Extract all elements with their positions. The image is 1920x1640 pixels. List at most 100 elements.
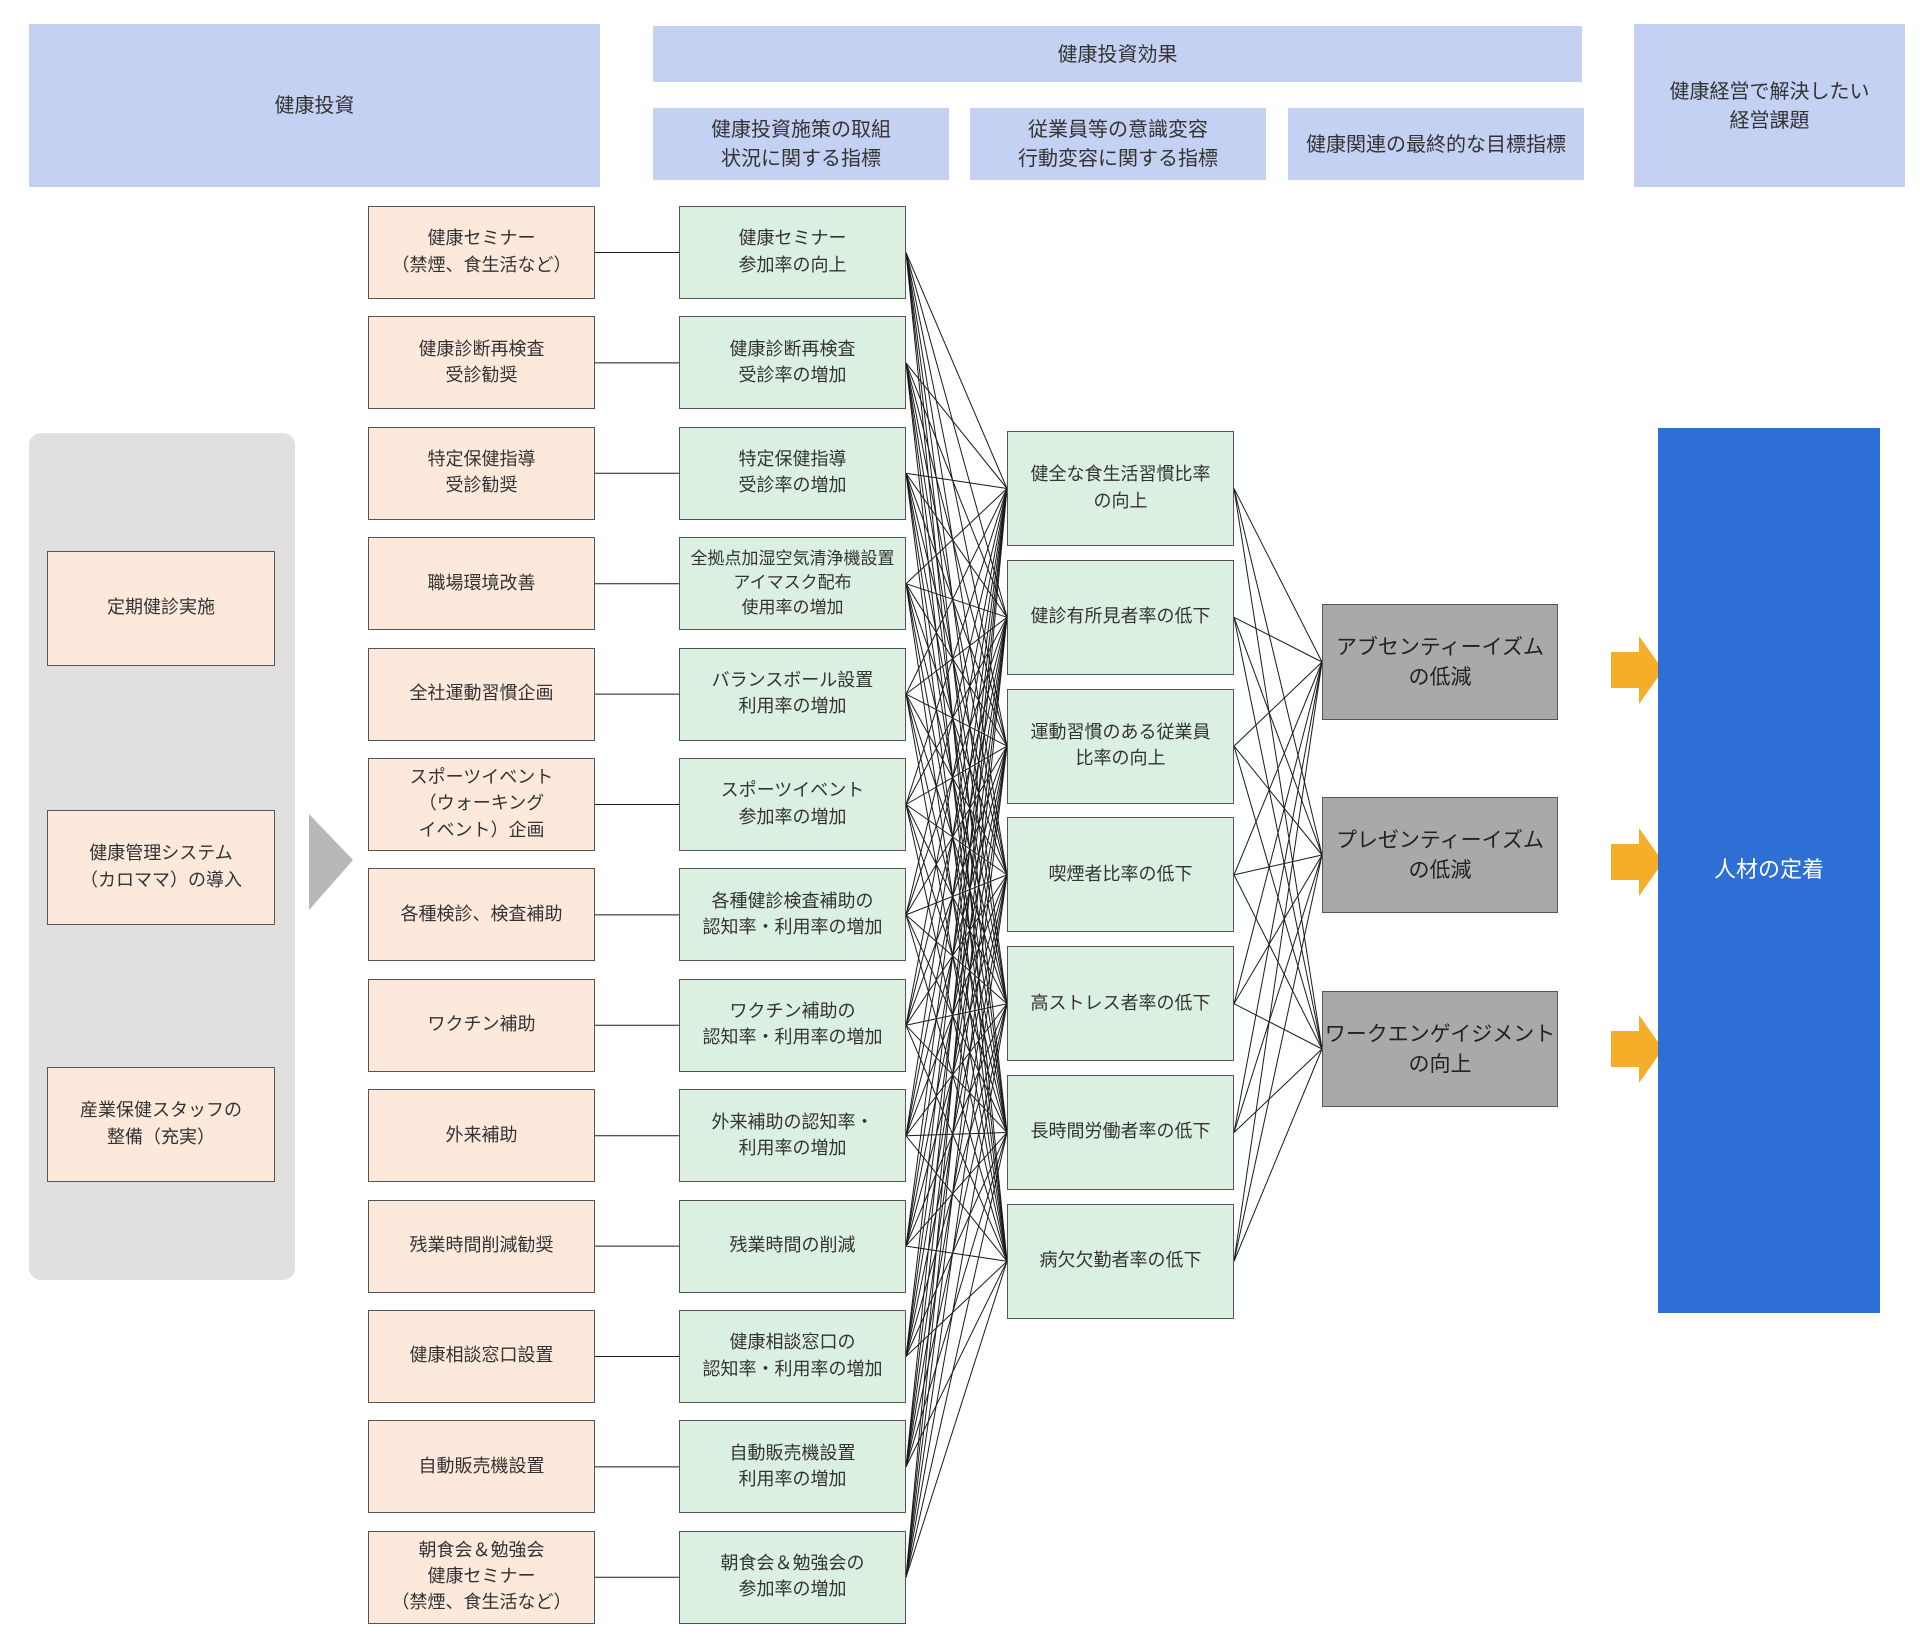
investment-item: ワクチン補助 — [368, 978, 595, 1072]
indicator-item: バランスボール設置 利用率の増加 — [679, 647, 906, 741]
connector-line — [905, 1003, 1008, 1357]
connector-line — [905, 583, 1008, 1004]
connector-line — [905, 488, 1008, 916]
connector-line — [905, 1245, 1008, 1262]
connector-line — [905, 745, 1008, 1136]
connector-line — [905, 1260, 1008, 1357]
connector-line — [905, 1132, 1008, 1357]
connector-line — [905, 362, 1008, 875]
indicator-item: 残業時間の削減 — [679, 1199, 906, 1293]
connector-line — [905, 362, 1008, 489]
indicator-item: 健康セミナー 参加率の向上 — [679, 206, 906, 299]
header-effect-sub-behavior: 従業員等の意識変容 行動変容に関する指標 — [970, 108, 1266, 180]
investment-item: 自動販売機設置 — [368, 1420, 595, 1514]
investment-item: 職場環境改善 — [368, 537, 595, 631]
connector-line — [905, 472, 1008, 489]
connector-line — [905, 874, 1008, 1578]
investment-item: 残業時間削減勧奨 — [368, 1199, 595, 1293]
connector-line — [905, 746, 1008, 1467]
connector-line — [1233, 854, 1323, 1004]
indicator-item: 健康相談窓口の 認知率・利用率の増加 — [679, 1310, 906, 1403]
connector-line — [1233, 661, 1323, 876]
connector-line — [1233, 854, 1323, 876]
connector-line — [905, 488, 1008, 1578]
connector-line — [905, 693, 1008, 1004]
connector-line — [905, 1024, 1008, 1133]
connector-line — [1233, 488, 1323, 663]
investment-item: 各種検診、検査補助 — [368, 868, 595, 962]
investment-item: 健康セミナー （禁煙、食生活など） — [368, 206, 595, 299]
investment-item: 健康診断再検査 受診勧奨 — [368, 316, 595, 410]
effect-absenteeism: アブセンティーイズム の低減 — [1322, 604, 1558, 720]
header-effect-sub-final: 健康関連の最終的な目標指標 — [1288, 108, 1584, 180]
connector-line — [905, 1003, 1008, 1468]
connector-line — [905, 362, 1008, 1004]
header-effect-sub-initiatives: 健康投資施策の取組 状況に関する指標 — [653, 108, 949, 180]
indicator-item: 特定保健指導 受診率の増加 — [679, 426, 906, 520]
connector-line — [905, 473, 1008, 618]
connector-line — [905, 914, 1008, 1262]
connector-line — [905, 1132, 1008, 1137]
connector-line — [905, 617, 1008, 1357]
connector-line — [905, 488, 1008, 1247]
investment-item: 全社運動習慣企画 — [368, 647, 595, 741]
indicator-item: 健康診断再検査 受診率の増加 — [679, 316, 906, 410]
connector-line — [905, 746, 1008, 1247]
connector-line — [905, 1003, 1008, 1026]
header-effect: 健康投資効果 — [653, 26, 1582, 82]
connector-line — [905, 914, 1008, 1133]
connector-line — [1233, 1003, 1323, 1050]
indicator-item: 全拠点加湿空気清浄機設置 アイマスク配布 使用率の増加 — [679, 537, 906, 631]
behavior-item: 運動習慣のある従業員 比率の向上 — [1007, 688, 1234, 804]
indicator-item: 外来補助の認知率・ 利用率の増加 — [679, 1089, 906, 1183]
indicator-item: 自動販売機設置 利用率の増加 — [679, 1420, 906, 1514]
foundation-item: 定期健診実施 — [47, 551, 275, 666]
connector-line — [905, 488, 1008, 1026]
connector-line — [905, 488, 1008, 1136]
investment-item: 外来補助 — [368, 1089, 595, 1183]
connector-line — [905, 617, 1008, 1578]
connector-line — [1233, 854, 1323, 1133]
connector-line — [905, 1132, 1008, 1578]
connector-line — [905, 1132, 1008, 1468]
connector-line — [905, 1135, 1008, 1262]
indicator-item: 朝食会＆勉強会の 参加率の増加 — [679, 1530, 906, 1624]
connector-line — [905, 874, 1008, 1467]
connector-line — [1233, 616, 1323, 663]
connector-line — [905, 617, 1008, 1467]
connector-line — [905, 617, 1008, 1247]
investment-item: スポーツイベント （ウォーキング イベント）企画 — [368, 758, 595, 851]
connector-line — [905, 1261, 1008, 1468]
connector-line — [905, 746, 1008, 1357]
behavior-item: 健診有所見者率の低下 — [1007, 559, 1234, 675]
behavior-item: 長時間労働者率の低下 — [1007, 1075, 1234, 1190]
connector-line — [1233, 488, 1323, 856]
connector-line — [905, 1261, 1008, 1578]
connector-line — [905, 874, 1008, 1026]
connector-line — [905, 874, 1008, 1247]
connector-line — [905, 252, 1008, 489]
connector-line — [905, 617, 1008, 1136]
connector-line — [905, 693, 1008, 876]
connector-line — [905, 693, 1008, 1133]
goal-retention: 人材の定着 — [1658, 428, 1880, 1313]
connector-line — [1233, 1048, 1323, 1133]
indicator-item: ワクチン補助の 認知率・利用率の増加 — [679, 978, 906, 1072]
connector-line — [905, 252, 1008, 1133]
connector-line — [905, 583, 1008, 1133]
connector-line — [905, 1132, 1008, 1247]
connector-line — [1233, 617, 1323, 856]
connector-line — [905, 473, 1008, 747]
connector-line — [905, 617, 1008, 1026]
foundation-item: 産業保健スタッフの 整備（充実） — [47, 1067, 275, 1182]
connector-line — [905, 362, 1008, 618]
connector-line — [905, 1025, 1008, 1262]
effect-presenteeism: プレゼンティーイズム の低減 — [1322, 797, 1558, 913]
behavior-item: 高ストレス者率の低下 — [1007, 946, 1234, 1062]
foundation-item: 健康管理システム （カロママ）の導入 — [47, 810, 275, 925]
connector-line — [905, 473, 1008, 1004]
header-investment: 健康投資 — [29, 24, 600, 187]
investment-item: 健康相談窓口設置 — [368, 1310, 595, 1403]
connector-line — [905, 1003, 1008, 1137]
